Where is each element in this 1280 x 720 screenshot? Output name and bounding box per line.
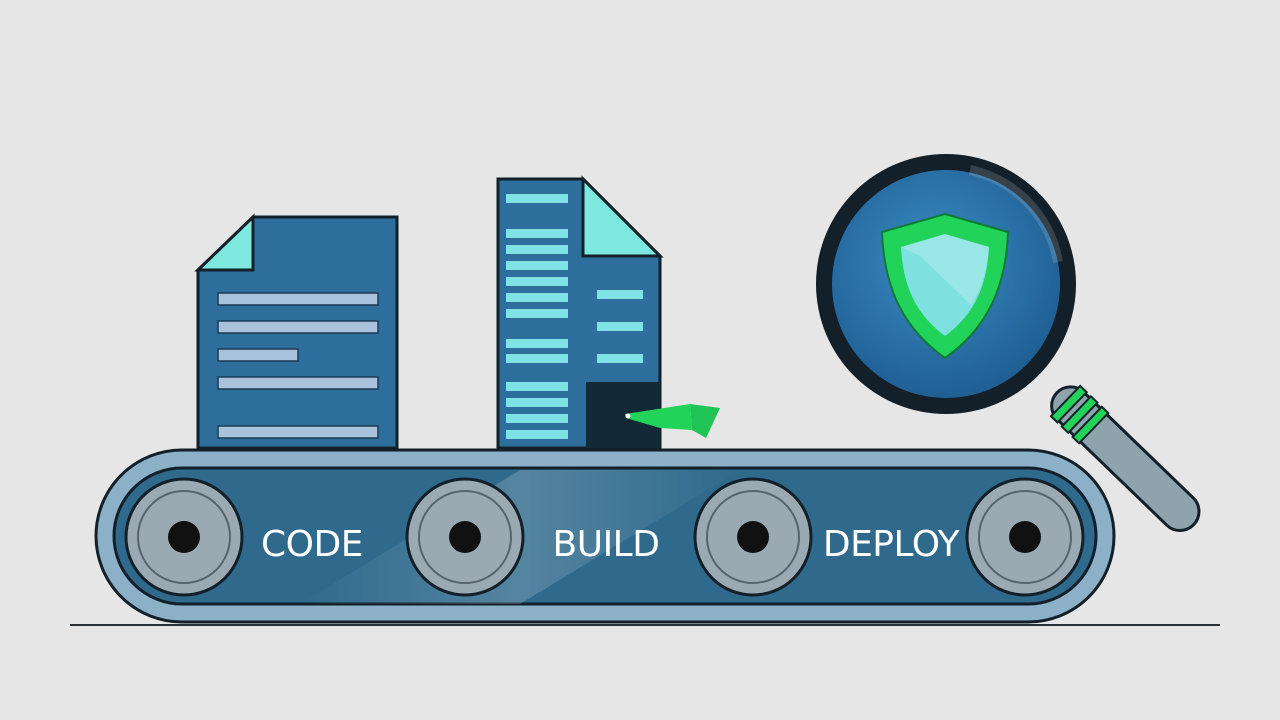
- roller: [693, 477, 813, 597]
- bug-icon: [625, 404, 720, 438]
- handle-band: [1071, 405, 1110, 445]
- build-lines: [506, 194, 643, 439]
- stage-label-code: CODE: [261, 524, 363, 565]
- handle-band: [1060, 394, 1099, 435]
- code-line: [217, 376, 379, 390]
- roller: [124, 477, 244, 597]
- code-document-icon: [194, 213, 399, 450]
- code-line: [217, 292, 379, 306]
- build-document-icon: [496, 175, 664, 450]
- code-line: [217, 425, 379, 439]
- shield-icon: [880, 212, 1010, 360]
- roller: [405, 477, 525, 597]
- stage-label-deploy: DEPLOY: [823, 524, 961, 565]
- stage-label-build: BUILD: [553, 524, 660, 565]
- roller: [965, 477, 1085, 597]
- code-line: [217, 348, 299, 362]
- handle-band: [1049, 384, 1089, 424]
- conveyor-belt: CODE BUILD DEPLOY: [94, 448, 1116, 624]
- code-line: [217, 320, 379, 334]
- magnifying-glass-icon: [816, 154, 1201, 533]
